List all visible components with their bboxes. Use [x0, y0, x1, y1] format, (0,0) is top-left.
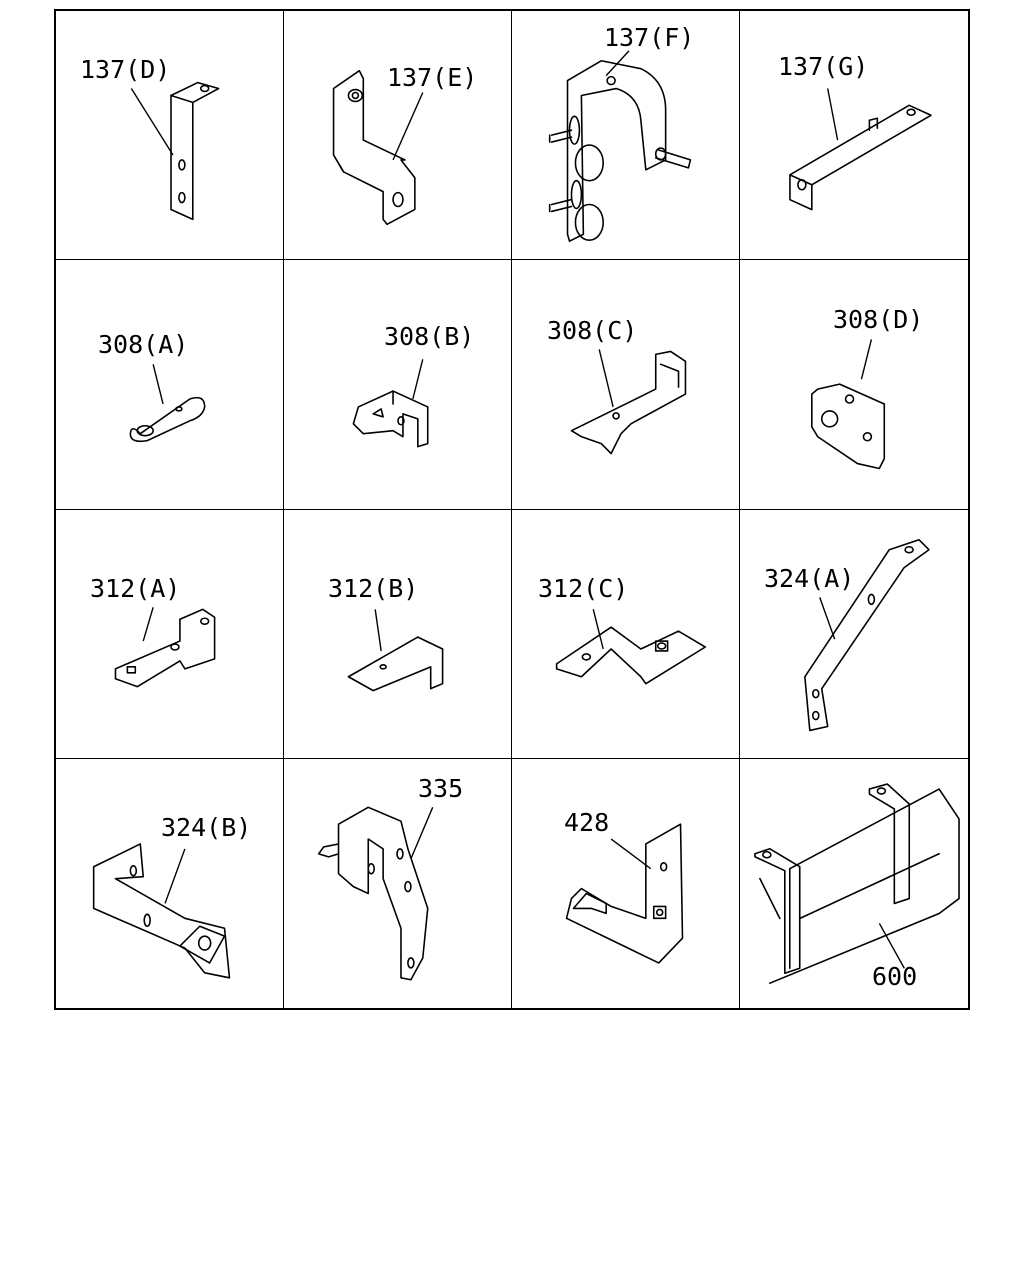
part-label: 324(A) [764, 563, 855, 593]
bracket-428-drawing [565, 823, 684, 964]
cell-137f: 137(F) [512, 11, 740, 261]
cell-600: 600 [740, 759, 968, 1008]
bracket-324a-drawing [804, 538, 930, 731]
cell-308d: 308(D) [740, 260, 968, 510]
plate-308d-drawing [811, 339, 886, 470]
part-label: 308(D) [833, 305, 924, 335]
bracket-312c-drawing [555, 608, 707, 684]
part-label: 137(E) [387, 63, 478, 92]
cell-312a: 312(A) [56, 509, 284, 759]
bracket-308b-drawing [352, 359, 429, 448]
bracket-600-drawing [754, 783, 960, 984]
bracket-312a-drawing [114, 606, 216, 687]
cell-324b: 324(B) [56, 758, 284, 1008]
cell-137e: 137(E) [284, 11, 512, 261]
cell-324a: 324(A) [740, 510, 968, 759]
part-label: 324(B) [161, 812, 252, 842]
bracket-137g-drawing [789, 88, 932, 211]
part-label: 137(D) [80, 55, 171, 84]
bracket-308a-drawing [129, 364, 206, 443]
cell-335: 335 [284, 758, 512, 1008]
cell-312c: 312(C) [512, 509, 740, 759]
bracket-312b-drawing [347, 608, 444, 691]
bracket-335-drawing [317, 806, 434, 981]
bracket-324b-drawing [92, 842, 231, 979]
part-label: 308(C) [547, 316, 638, 346]
part-label: 312(B) [328, 573, 419, 603]
cell-308c: 308(C) [512, 260, 740, 510]
bracket-308c-drawing [570, 349, 687, 455]
cell-137g: 137(G) [740, 11, 968, 261]
cell-308a: 308(A) [56, 260, 284, 510]
cell-137d: 137(D) [56, 11, 284, 261]
cell-308b: 308(B) [284, 260, 512, 510]
part-label: 308(B) [384, 322, 475, 352]
cell-312b: 312(B) [284, 509, 512, 759]
part-label: 137(G) [778, 52, 869, 81]
part-label: 600 [872, 961, 918, 991]
cell-428: 428 [512, 758, 740, 1008]
part-label: 312(C) [538, 573, 629, 603]
part-label: 308(A) [98, 330, 189, 360]
part-label: 312(A) [90, 573, 181, 603]
bracket-137d-drawing [130, 81, 220, 221]
part-label: 335 [418, 773, 464, 803]
bracket-137f-drawing [548, 50, 692, 242]
parts-grid: 137(D) 137(E) 137(F) [54, 9, 970, 1010]
part-label: 137(F) [604, 23, 695, 52]
bracket-137e-drawing [332, 69, 424, 226]
part-label: 428 [564, 807, 610, 837]
